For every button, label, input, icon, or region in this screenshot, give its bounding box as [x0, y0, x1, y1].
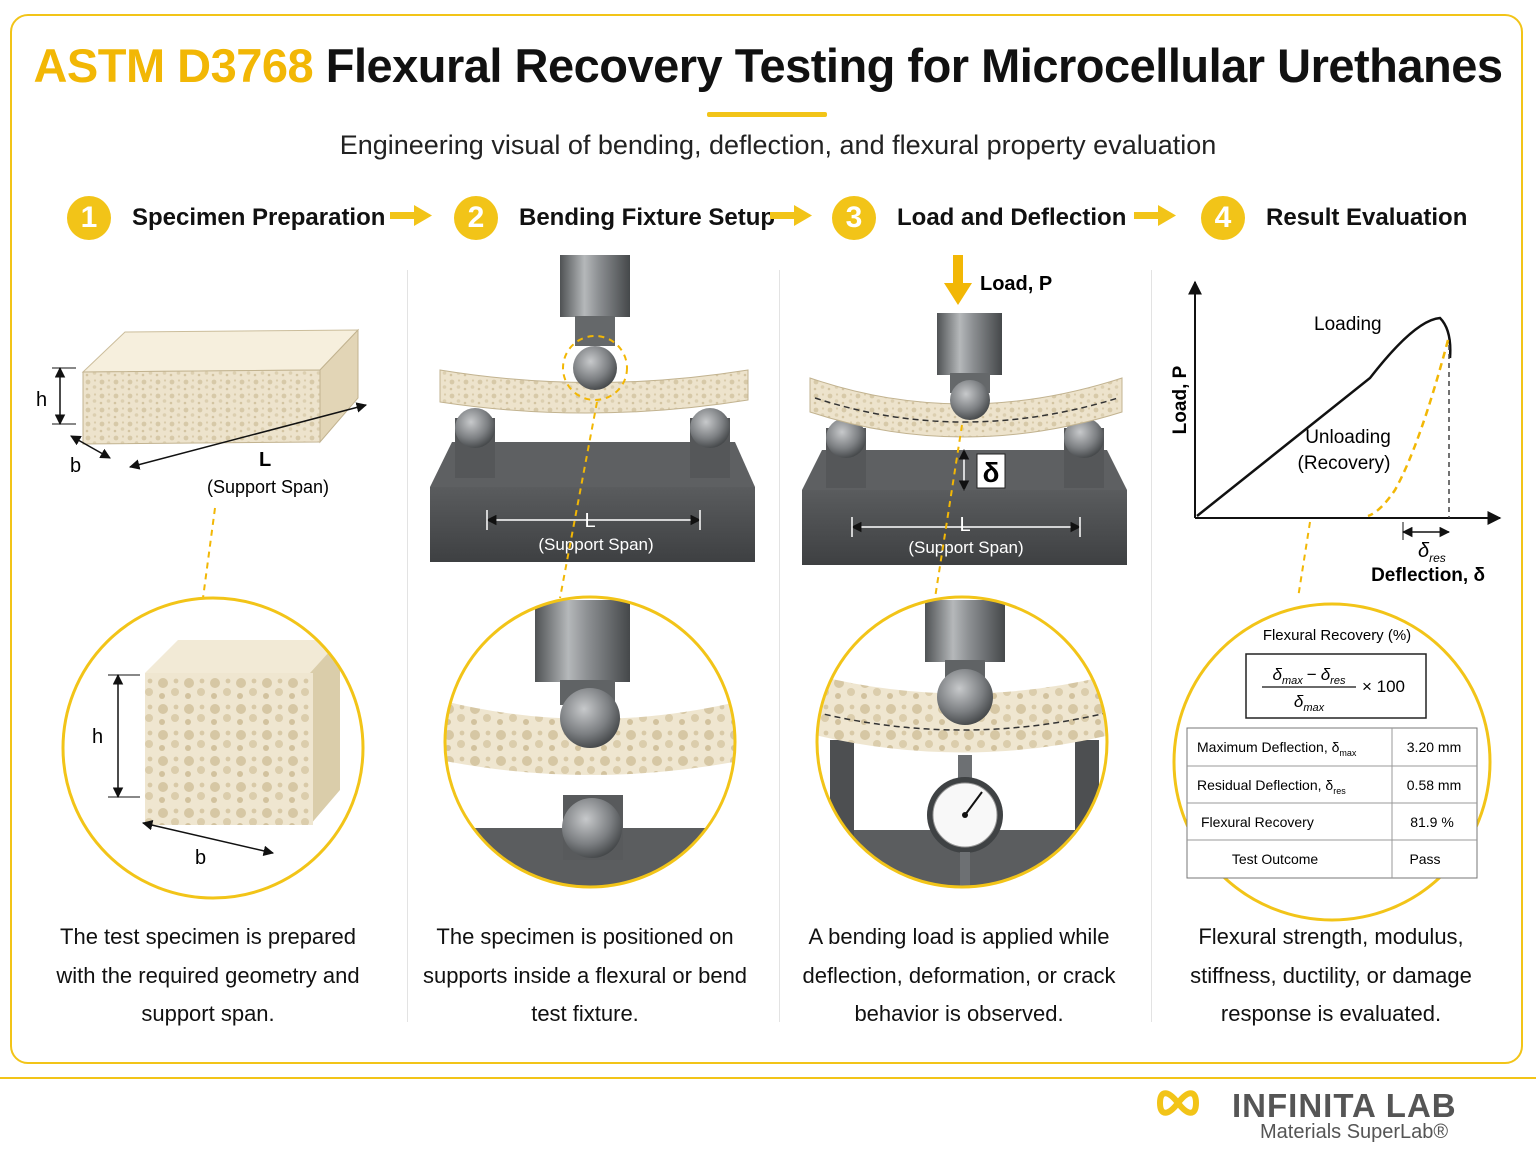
span-dimension-2	[485, 510, 702, 530]
support-span-label-3: (Support Span)	[908, 538, 1023, 557]
formula-numerator: δmax−δres	[1273, 665, 1346, 687]
leader-line-4	[1297, 521, 1311, 599]
panel-divider-3	[1151, 270, 1152, 1022]
leader-line-2	[559, 401, 598, 599]
y-axis-label: Load, P	[1170, 365, 1191, 434]
footer-rule	[0, 1077, 1536, 1079]
residual-deflection-label: δres	[1418, 540, 1446, 565]
result-row-2-label: Residual Deflection, δres	[1197, 777, 1346, 796]
step-2-label: Bending Fixture Setup	[519, 204, 776, 231]
step-arrow-1	[390, 205, 432, 226]
loading-nose-3	[937, 313, 1002, 420]
height-dimension	[52, 366, 76, 426]
load-arrow	[944, 255, 972, 305]
specimen-block	[81, 328, 360, 445]
result-row-4-label: Test Outcome	[1232, 851, 1319, 867]
result-row-3-value: 81.9 %	[1410, 814, 1454, 830]
loading-series-label: Loading	[1314, 314, 1382, 335]
step-4-label: Result Evaluation	[1266, 204, 1468, 231]
panel-divider-2	[779, 270, 780, 1022]
zoom-height-label: h	[92, 726, 103, 748]
formula-title: Flexural Recovery (%)	[1263, 627, 1411, 644]
logo-tagline: Materials SuperLab®	[1260, 1121, 1449, 1143]
loading-nose-2	[560, 255, 630, 390]
result-row-3-label: Flexural Recovery	[1201, 814, 1314, 830]
result-row-2-value: 0.58 mm	[1407, 777, 1461, 793]
span-label-3: L	[959, 514, 970, 536]
step-3-number: 3	[832, 196, 876, 240]
panel-divider-1	[407, 270, 408, 1022]
infinity-logo-icon	[1156, 1090, 1200, 1116]
step-2-number: 2	[454, 196, 498, 240]
page-subtitle: Engineering visual of bending, deflectio…	[339, 130, 1217, 160]
fixture-base-2	[430, 408, 755, 562]
leader-line-3	[934, 424, 963, 599]
neutral-axis-line	[814, 397, 1119, 423]
results-zoom-circle	[1172, 602, 1492, 922]
caption-step-4: Flexural strength, modulus, stiffness, d…	[1190, 924, 1472, 1026]
load-deflection-chart	[1188, 280, 1502, 540]
span-label-2: L	[584, 510, 595, 532]
contact-highlight-circle	[562, 335, 628, 401]
step-arrow-3	[1134, 205, 1176, 226]
step-1-number: 1	[67, 196, 111, 240]
caption-step-2: The specimen is positioned on supports i…	[422, 924, 748, 1026]
title-standard: ASTM D3768	[33, 39, 314, 92]
load-label: Load, P	[980, 273, 1052, 295]
formula-multiplier: × 100	[1362, 677, 1405, 696]
step-3-label: Load and Deflection	[897, 204, 1127, 231]
step-arrow-2	[770, 205, 812, 226]
formula-denominator: δmax	[1294, 692, 1325, 714]
deflection-indicator	[958, 448, 1006, 492]
unloading-curve	[1367, 339, 1450, 518]
specimen-zoom-circle	[61, 596, 365, 900]
zoom-height-dimension	[108, 673, 140, 799]
breadth-label: b	[70, 455, 81, 477]
title-underline	[707, 112, 827, 117]
specimen-on-supports	[439, 369, 749, 414]
step-3: 3 Load and Deflection	[832, 196, 1126, 240]
result-row-1-label: Maximum Deflection, δmax	[1197, 739, 1357, 758]
zoom-breadth-label: b	[195, 847, 206, 869]
breadth-dimension	[70, 435, 111, 459]
loading-curve	[1196, 316, 1452, 517]
step-1-label: Specimen Preparation	[132, 204, 386, 231]
result-row-4-value: Pass	[1409, 851, 1440, 867]
zoom-breadth-dimension	[141, 820, 275, 856]
length-dimension	[128, 402, 368, 470]
page-title: ASTM D3768 Flexural Recovery Testing for…	[0, 38, 1536, 93]
unloading-label-line2: (Recovery)	[1298, 453, 1391, 474]
leader-line-1	[202, 507, 216, 599]
dial-gauge-zoom-circle	[815, 595, 1109, 889]
deflection-symbol: δ	[983, 457, 1000, 488]
span-dimension-3	[850, 517, 1082, 537]
formula-box	[1245, 653, 1427, 719]
result-row-1-value: 3.20 mm	[1407, 739, 1461, 755]
step-4: 4 Result Evaluation	[1201, 196, 1467, 240]
company-logo: INFINITA LAB Materials SuperLab®	[1158, 1083, 1488, 1143]
length-label: L	[259, 449, 271, 471]
title-text: Flexural Recovery Testing for Microcellu…	[325, 39, 1503, 92]
unloading-label-line1: Unloading	[1305, 427, 1391, 448]
caption-step-3: A bending load is applied while deflecti…	[802, 924, 1116, 1026]
caption-step-1: The test specimen is prepared with the r…	[56, 924, 360, 1026]
logo-brand-text: INFINITA LAB	[1232, 1087, 1457, 1124]
step-1: 1 Specimen Preparation	[67, 196, 385, 240]
step-2: 2 Bending Fixture Setup	[454, 196, 775, 240]
x-axis-label: Deflection, δ	[1371, 565, 1485, 586]
support-span-label-2: (Support Span)	[538, 535, 653, 554]
fixture-zoom-circle	[443, 595, 737, 889]
step-4-number: 4	[1201, 196, 1245, 240]
support-span-label: (Support Span)	[207, 477, 329, 497]
outer-frame	[10, 14, 1523, 1064]
height-label: h	[36, 389, 47, 411]
